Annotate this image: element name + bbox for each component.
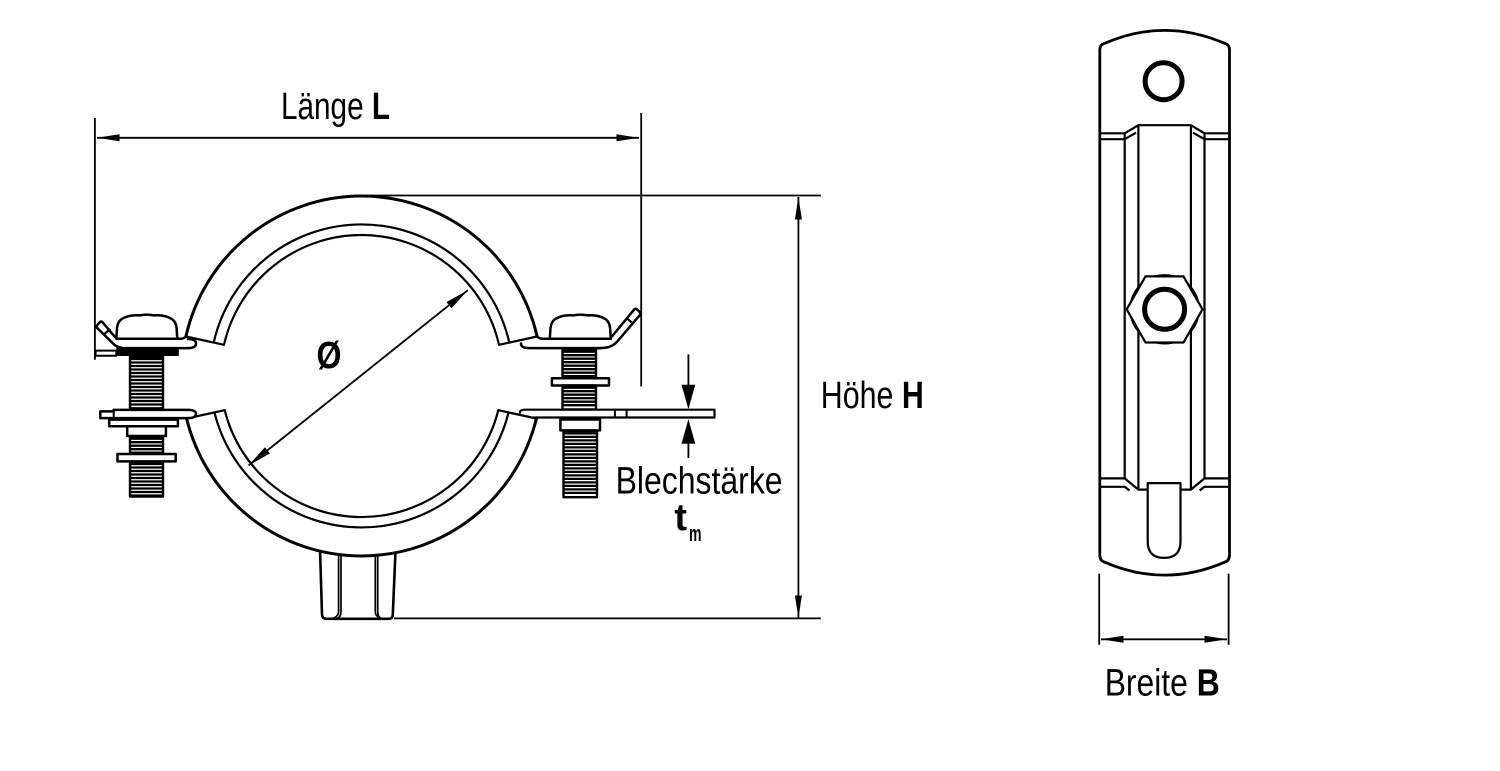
svg-text:m: m <box>689 521 702 546</box>
svg-text:t: t <box>674 497 687 539</box>
svg-text:Ø: Ø <box>317 335 342 377</box>
svg-text:Höhe H: Höhe H <box>821 375 924 417</box>
svg-text:Blechstärke: Blechstärke <box>616 460 783 502</box>
svg-text:Länge L: Länge L <box>281 86 390 128</box>
svg-text:Breite B: Breite B <box>1105 662 1220 704</box>
